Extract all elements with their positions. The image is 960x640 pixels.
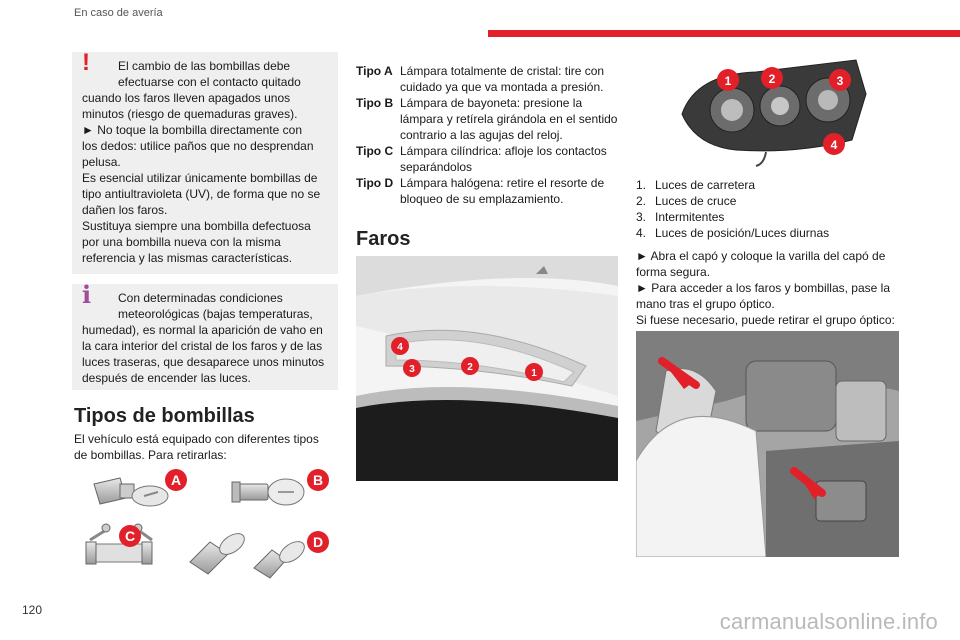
text-line: los dedos: utilice paños que no desprend…	[82, 139, 314, 153]
text-line: de bombillas. Para retirarlas:	[74, 448, 227, 462]
bulb-types-illustration: A B C D	[82, 462, 338, 592]
text-line: dañen los faros.	[82, 203, 168, 217]
headlamp-front-illustration: 4 3 2 1	[356, 256, 618, 481]
text-line: mano tras el grupo óptico.	[636, 297, 775, 311]
rear-callout-2: 2	[769, 72, 776, 86]
tipo-row-b: Tipo B Lámpara de bayoneta: presione la …	[356, 96, 618, 142]
rear-callout-4: 4	[831, 138, 838, 152]
text-line: ► Para acceder a los faros y bombillas, …	[636, 281, 890, 295]
tipo-row-c: Tipo C Lámpara cilíndrica: afloje los co…	[356, 144, 607, 174]
list-item: 2.Luces de cruce	[636, 194, 737, 208]
text-line: El cambio de las bombillas debe	[118, 59, 291, 73]
bulb-type-table: Tipo A Lámpara totalmente de cristal: ti…	[356, 63, 620, 207]
warning-exclamation-icon: !	[82, 49, 90, 76]
tipo-row-a: Tipo A Lámpara totalmente de cristal: ti…	[356, 64, 605, 94]
rear-callout-3: 3	[837, 74, 844, 88]
watermark: carmanualsonline.info	[719, 609, 938, 634]
info-i-icon: i	[82, 280, 92, 309]
warning-text: El cambio de las bombillas debe efectuars…	[82, 58, 328, 266]
tipo-row-d: Tipo D Lámpara halógena: retire el resor…	[356, 176, 605, 206]
text-line: ► Abra el capó y coloque la varilla del …	[636, 249, 886, 263]
section-title-tipos: Tipos de bombillas	[74, 405, 255, 427]
front-callout-1: 1	[531, 368, 537, 379]
text-line: después de encender las luces.	[82, 371, 251, 385]
text-line: pelusa.	[82, 155, 121, 169]
info-box: i Con determinadas condiciones meteorológ…	[72, 280, 338, 390]
text-line: forma segura.	[636, 265, 711, 279]
text-line: tipo antiultravioleta (UV), de forma que…	[82, 187, 321, 201]
info-text: Con determinadas condiciones meteorológic…	[82, 290, 328, 386]
text-line: efectuarse con el contacto quitado	[118, 75, 301, 89]
text-line: por una bombilla nueva con la misma	[82, 235, 281, 249]
page-number: 120	[22, 603, 43, 617]
instructions-text: ► Abra el capó y coloque la varilla del …	[636, 248, 906, 328]
list-item: 3.Intermitentes	[636, 210, 725, 224]
text-line: minutos (riesgo de quemaduras graves).	[82, 107, 298, 121]
warning-box: ! El cambio de las bombillas debe efectua…	[72, 49, 338, 274]
header-accent-bar	[488, 30, 960, 37]
text-line: Con determinadas condiciones	[118, 291, 283, 305]
text-line: cuando los faros lleven apagados unos	[82, 91, 291, 105]
tipos-intro: El vehículo está equipado con diferentes…	[74, 431, 338, 463]
front-callout-3: 3	[409, 364, 415, 375]
text-line: ► No toque la bombilla directamente con	[82, 123, 302, 137]
list-item: 1.Luces de carretera	[636, 178, 756, 192]
text-line: Es esencial utilizar únicamente bombilla…	[82, 171, 318, 185]
rear-callout-1: 1	[725, 74, 732, 88]
running-header: En caso de avería	[74, 7, 163, 19]
list-item: 4.Luces de posición/Luces diurnas	[636, 226, 830, 240]
text-line: humedad), es normal la aparición de vaho…	[82, 323, 323, 337]
text-line: Sustituya siempre una bombilla defectuos…	[82, 219, 311, 233]
text-line: Si fuese necesario, puede retirar el gru…	[636, 313, 895, 327]
badge-a: A	[171, 472, 181, 488]
text-line: referencia y las mismas características.	[82, 251, 293, 265]
bulb-a-icon	[93, 477, 169, 507]
text-line: El vehículo está equipado con diferentes…	[74, 432, 319, 446]
front-callout-4: 4	[397, 342, 403, 353]
bulb-d-icon	[189, 533, 305, 579]
bulb-b-icon	[231, 478, 305, 506]
badge-b: B	[313, 472, 323, 488]
text-line: luces traseras, que desaparece unos minu…	[82, 355, 325, 369]
lights-list: 1.Luces de carretera 2.Luces de cruce 3.…	[636, 177, 829, 241]
bulb-c-icon	[85, 523, 153, 565]
headlamp-rear-illustration: 1 2 3 4	[676, 54, 868, 170]
badge-c: C	[125, 528, 135, 544]
section-title-faros: Faros	[356, 228, 411, 250]
text-line: la cara interior del cristal de los faro…	[82, 339, 323, 353]
engine-bay-illustration	[636, 331, 899, 557]
text-line: meteorológicas (bajas temperaturas,	[118, 307, 313, 321]
badge-d: D	[313, 534, 323, 550]
front-callout-2: 2	[467, 362, 473, 373]
